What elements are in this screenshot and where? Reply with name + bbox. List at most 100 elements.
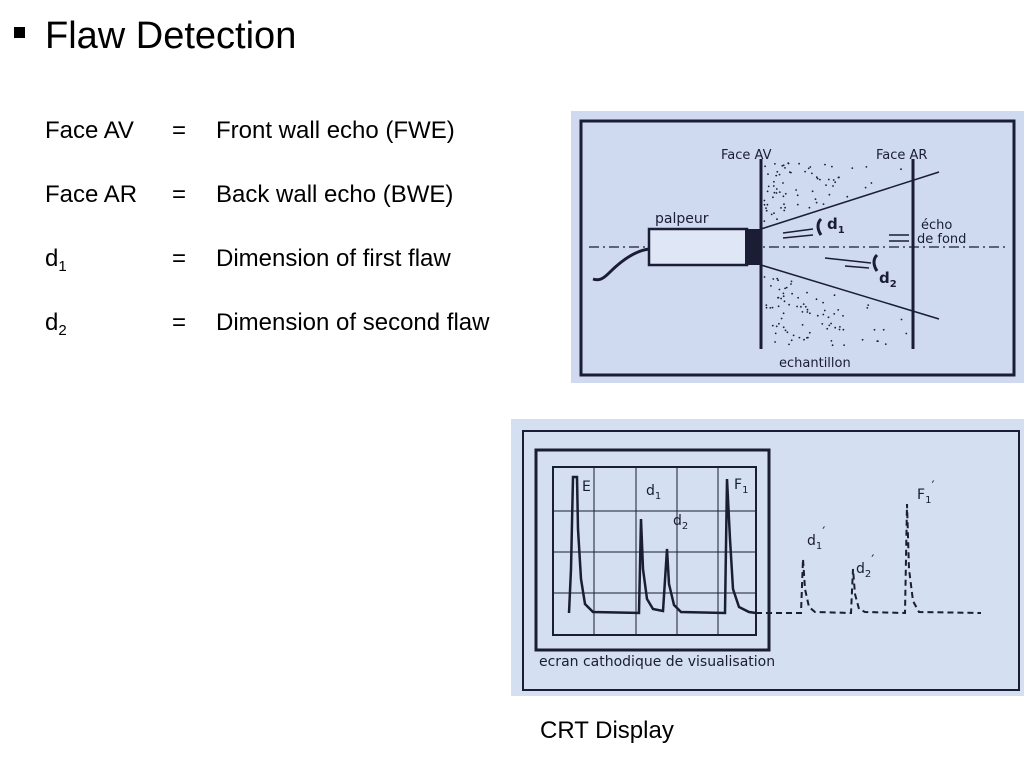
speckle-dot: [777, 296, 780, 299]
speckle-dot: [833, 294, 836, 297]
speckle-dot: [824, 163, 826, 166]
speckle-dot: [877, 340, 879, 342]
speckle-dot: [816, 314, 819, 317]
d1-arrow-back: [782, 234, 814, 239]
diagram-frame: [579, 119, 1016, 377]
speckle-dot: [784, 287, 786, 290]
specimen-diagram: Face AV Face AR palpeur d1 d2 écho de fo…: [571, 111, 1024, 383]
speckle-dot: [823, 309, 826, 312]
speckle-dot: [776, 218, 778, 221]
speckle-dot: [778, 322, 780, 325]
crt-signal-trace: [567, 475, 757, 615]
speckle-dot: [790, 280, 793, 283]
speckle-dot: [822, 301, 824, 304]
speckle-dot: [839, 326, 841, 328]
speckle-dot: [803, 338, 805, 341]
speckle-dot: [804, 170, 806, 173]
speckle-dot: [832, 179, 835, 181]
speckle-dot: [804, 305, 807, 308]
speckle-dot: [776, 277, 779, 280]
speckle-dot: [783, 203, 785, 206]
speckle-dot: [772, 278, 775, 280]
equals-sign: =: [172, 117, 187, 144]
speckle-dot: [769, 307, 772, 309]
speckle-dot: [905, 332, 908, 335]
speckle-dot: [782, 182, 784, 184]
equals-sign: =: [172, 245, 187, 272]
speckle-dot: [790, 283, 792, 285]
speckle-dot: [784, 192, 787, 195]
specimen-label: echantillon: [779, 356, 851, 371]
speckle-dot: [775, 192, 778, 194]
echo-label: écho: [921, 218, 952, 233]
speckle-dot: [773, 180, 775, 183]
speckle-dot: [900, 168, 902, 171]
crt-grid: [553, 467, 756, 635]
crt-display-caption: CRT Display: [540, 717, 674, 744]
peak-d2-prime-label: d2′: [856, 553, 874, 580]
speckle-dot: [782, 164, 785, 167]
speckle-dot: [778, 191, 781, 193]
speckle-dot: [780, 207, 782, 209]
speckle-dot: [826, 327, 829, 330]
speckle-dot: [809, 312, 811, 315]
speckle-dot: [784, 206, 786, 209]
speckle-dot: [798, 336, 801, 339]
echo-label-line2: de fond: [917, 232, 966, 247]
speckle-dot: [830, 322, 832, 325]
peak-d1-label: d1: [646, 483, 661, 502]
speckle-dot: [765, 306, 768, 309]
definition-term: Face AR: [45, 181, 138, 208]
speckle-dot: [806, 308, 809, 311]
speckle-dot: [763, 220, 766, 222]
speckle-dot: [782, 326, 785, 329]
speckle-dot: [777, 305, 780, 308]
speckle-dot: [774, 163, 776, 165]
speckle-dot: [783, 209, 786, 212]
speckle-dot: [837, 309, 840, 311]
speckle-dot: [815, 176, 818, 179]
speckle-dot: [784, 167, 786, 169]
speckle-dot: [828, 324, 831, 327]
speckle-dot: [884, 343, 887, 345]
speckle-dot: [864, 186, 867, 189]
probe-label: palpeur: [655, 211, 709, 227]
speckle-dot: [780, 317, 783, 320]
speckle-dot: [900, 318, 903, 321]
speckle-dot: [775, 325, 778, 328]
speckle-dot: [842, 328, 845, 331]
speckle-dot: [831, 344, 834, 347]
speckle-dot: [770, 213, 773, 216]
speckle-dot: [831, 165, 833, 168]
speckle-dot: [809, 166, 812, 168]
probe-cable: [592, 247, 650, 282]
peak-e-label: E: [582, 479, 591, 495]
speckle-dot: [771, 324, 774, 327]
speckle-dot: [787, 162, 790, 165]
speckle-dot: [834, 181, 837, 184]
speckle-dot: [767, 173, 769, 175]
definition-meaning: Dimension of first flaw: [216, 245, 451, 272]
speckle-dot: [777, 279, 779, 282]
d2-arrow-back: [844, 265, 870, 269]
speckle-dot: [822, 203, 825, 205]
definition-term: Face AV: [45, 117, 134, 144]
speckle-dot: [778, 288, 781, 291]
speckle-dot: [834, 326, 837, 329]
speckle-dot: [808, 206, 811, 209]
definition-meaning: Front wall echo (FWE): [216, 117, 455, 144]
speckle-dot: [825, 184, 827, 186]
speckle-dot: [780, 297, 782, 300]
speckle-dot: [861, 338, 864, 341]
probe-body: [647, 227, 749, 267]
definition-term: d1: [45, 245, 67, 275]
speckle-dot: [792, 334, 795, 337]
speckle-dot: [782, 312, 785, 315]
speckle-dot: [806, 311, 809, 313]
speckle-dot: [785, 286, 788, 289]
speckle-dot: [765, 304, 768, 306]
speckle-dot: [773, 212, 775, 214]
speckle-dot: [788, 303, 790, 306]
square-bullet-icon: [14, 27, 25, 38]
peak-d2-label: d2: [673, 513, 688, 532]
